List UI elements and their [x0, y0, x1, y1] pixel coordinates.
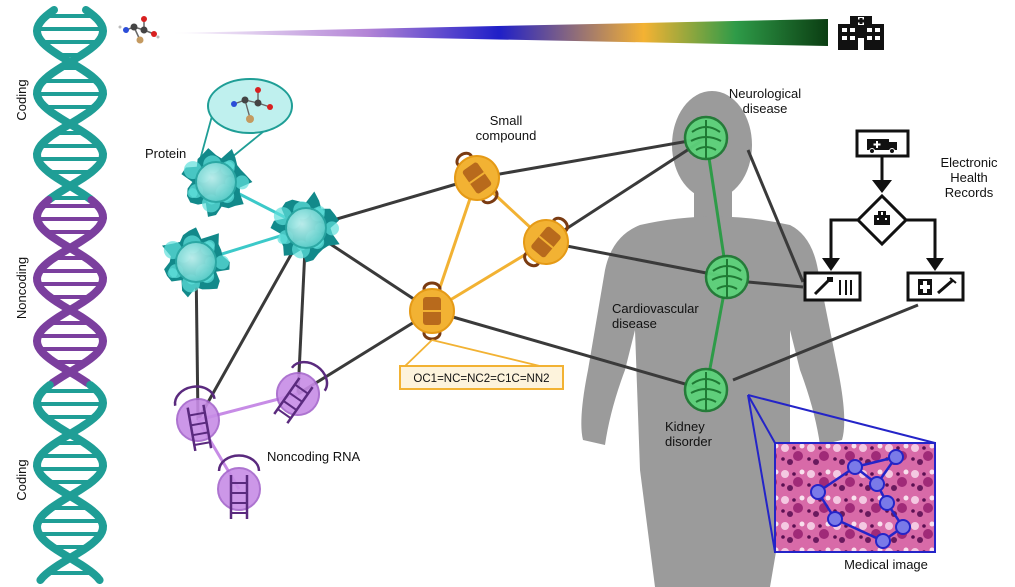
amino-acid-molecule-icon: [118, 16, 160, 44]
edge-p3-r1: [196, 227, 308, 421]
development-gradient-bar: [170, 19, 828, 46]
small-compound-node: [409, 281, 455, 341]
disease-node: [704, 254, 750, 300]
protein-node: [270, 191, 340, 263]
noncoding-rna-node: [273, 360, 329, 424]
edge-s2-c: [545, 240, 728, 279]
small-compound-nodes: [409, 151, 569, 341]
edge-s3-r2: [297, 309, 433, 396]
smiles-string: OC1=NC=NC2=C1C=NN2: [413, 373, 549, 385]
medical-image-graph-node: [888, 449, 904, 465]
protein-zoom-callout: [199, 78, 293, 163]
edge-to-ehr-2: [747, 280, 804, 289]
edge-to-ehr-3: [732, 303, 919, 382]
protein-nodes: [162, 148, 340, 298]
medical-image-graph-node: [879, 495, 895, 511]
medical-kit-icon: [918, 277, 957, 295]
noncoding-rna-nodes: [173, 360, 329, 519]
small-compound-node: [523, 216, 569, 268]
disease-node: [683, 115, 729, 161]
noncoding-rna-node: [173, 385, 220, 452]
medical-image-graph-node: [875, 533, 891, 549]
edge-n-c: [704, 137, 729, 278]
dna-label-coding-bottom: Coding: [14, 459, 29, 500]
medical-image-graph-node: [810, 484, 826, 500]
protein-node: [162, 227, 230, 298]
label-noncoding-rna: Noncoding RNA: [267, 449, 361, 464]
label-protein: Protein: [145, 146, 186, 161]
medical-image-panel: [747, 394, 936, 553]
edge-s2-n: [545, 136, 707, 244]
smiles-callout: OC1=NC=NC2=C1C=NN2: [399, 339, 564, 390]
edge-to-ehr-1: [746, 149, 805, 283]
disease-nodes: [683, 115, 750, 413]
ambulance-icon: [867, 139, 897, 154]
medical-image-graph-node: [869, 476, 885, 492]
dna-label-coding-top: Coding: [14, 79, 29, 120]
edge-s1-n: [476, 136, 707, 180]
dna-label-noncoding: Noncoding: [14, 257, 29, 319]
dna-helix: [32, 6, 108, 584]
hospital-small-icon: [874, 211, 890, 225]
small-compound-node: [454, 151, 500, 205]
label-medical-image: Medical image: [844, 557, 928, 572]
medical-image-graph-node: [827, 511, 843, 527]
ehr-flowchart: [803, 129, 965, 302]
edge-s3-k: [431, 309, 707, 392]
medical-image-graph-node: [895, 519, 911, 535]
medical-image-graph-overlay: [810, 449, 911, 549]
prescription-icon: [813, 277, 852, 296]
disease-node: [683, 367, 729, 413]
medical-image-graph-node: [847, 459, 863, 475]
protein-node: [181, 148, 253, 217]
noncoding-rna-node: [217, 454, 261, 519]
hospital-icon: [838, 16, 884, 50]
